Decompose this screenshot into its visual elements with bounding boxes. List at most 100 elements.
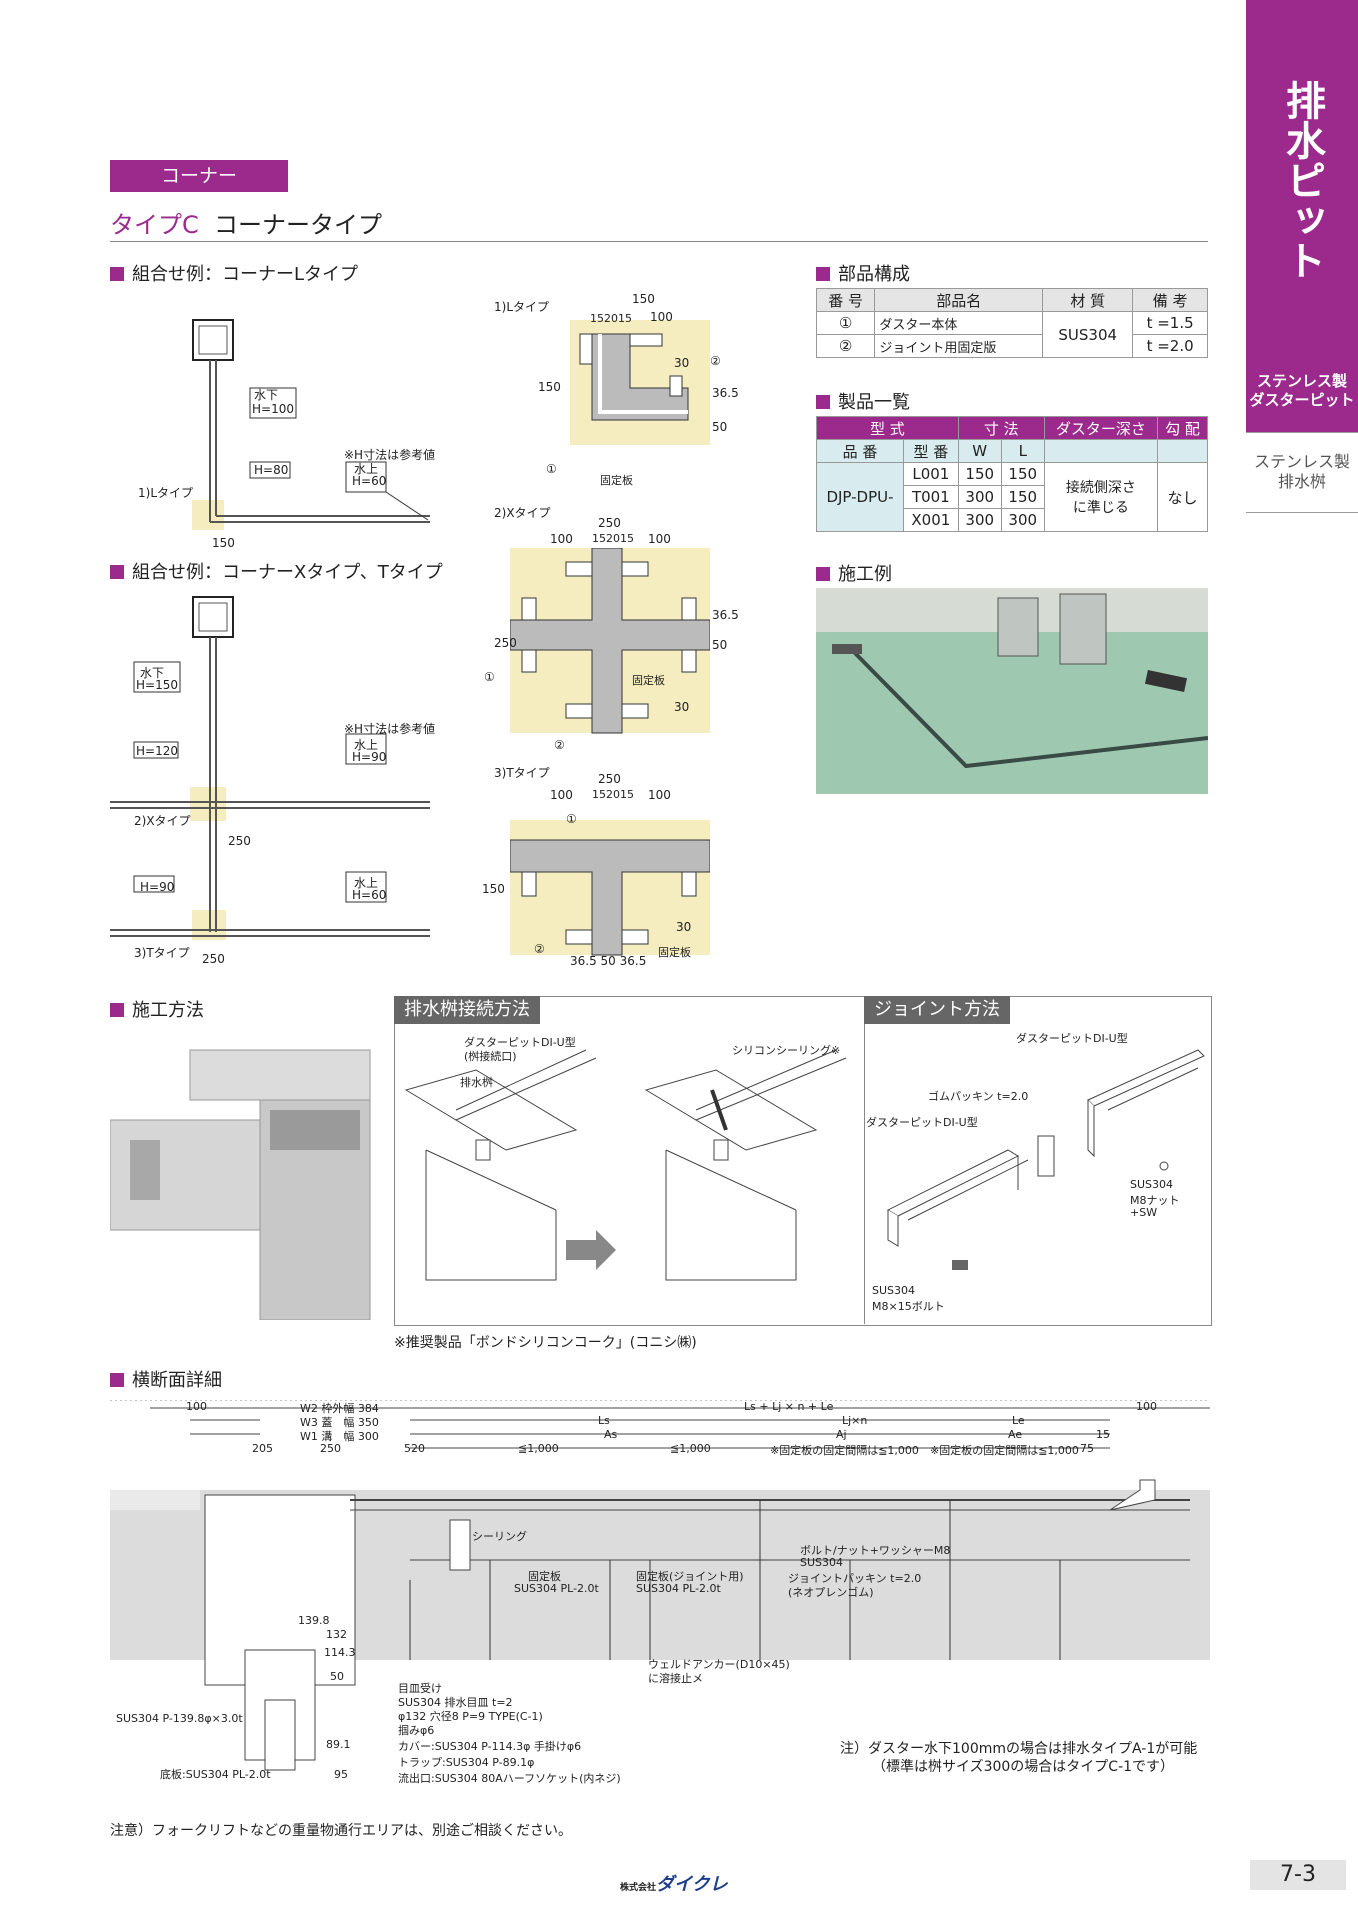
dim-w2: W2 枠外幅 384 [300, 1402, 379, 1415]
bolt-spec: M8×15ボルト [872, 1300, 945, 1313]
plan-x-50: 50 [712, 638, 728, 652]
section-products: 製品一覧 [816, 388, 910, 414]
dim-75: 75 [1080, 1442, 1094, 1455]
combo-l-mizushita: 水下 [254, 388, 279, 402]
dim-50: 50 [330, 1670, 344, 1683]
plan-x-30: 30 [674, 700, 690, 714]
plan-x-365: 36.5 [712, 608, 739, 622]
fixed-plate-label: 固定板 [528, 1570, 561, 1583]
dim-ls: Ls [598, 1414, 610, 1427]
dim-1143: 114.3 [324, 1646, 356, 1659]
dim-lj: Lj×n [842, 1414, 868, 1427]
grate-label: SUS304 排水目皿 t=2 [398, 1696, 513, 1709]
dim-250: 250 [320, 1442, 341, 1455]
dim-w1: W1 溝 幅 300 [300, 1430, 379, 1443]
grate-spec: φ132 穴径8 P=9 TYPE(C-1) [398, 1710, 543, 1723]
bolt-note: ボルト/ナット+ワッシャーM8 [800, 1544, 951, 1557]
plan-l-30: 30 [674, 356, 690, 370]
joint-method-diagram [886, 1049, 1205, 1270]
dim-100-right: 100 [1136, 1400, 1157, 1413]
dim-le1000-a: ≦1,000 [518, 1442, 559, 1455]
bolt-mat-detail: SUS304 [800, 1556, 844, 1569]
dim-le1000-b: ≦1,000 [670, 1442, 711, 1455]
combo-xt-h150: H=150 [136, 678, 178, 692]
combo-l-ref: ※H寸法は参考値 [344, 448, 436, 462]
example-photo [816, 588, 1208, 794]
table-row: ① ダスター本体 SUS304 t =1.5 [815, 311, 1208, 358]
section-combo-l: 組合せ例：コーナーLタイプ [110, 260, 358, 286]
table-row: ② ジョイント用固定版 t =2.0 [815, 334, 1208, 358]
combo-xt-h90: H=90 [352, 750, 387, 764]
anchor-label: ウェルドアンカー(D10×45) [648, 1658, 790, 1671]
product-table: 型 式 寸 法 ダスター深さ 勾 配 品 番 型 番 W L DJP-DPU- … [816, 416, 1209, 532]
side-tab-title: 排水ピット [1279, 80, 1325, 280]
plan-x-c1: ① [484, 670, 495, 684]
plan-l-150: 150 [632, 292, 655, 306]
dim-total: Ls + Lj × n + Le [744, 1400, 834, 1413]
nut-spec: M8ナット [1130, 1194, 1180, 1207]
dim-891: 89.1 [326, 1738, 351, 1751]
plan-x-type: 2)Xタイプ [494, 506, 551, 520]
plan-l-c2: ② [710, 354, 721, 368]
company-logo: 株式会社ダイクレ [620, 1874, 728, 1895]
dim-le: Le [1012, 1414, 1025, 1427]
trap-label: トラップ:SUS304 P-89.1φ [398, 1756, 535, 1769]
parts-table: 番 号 部品名 材 質 備 考 ① ダスター本体 SUS304 t =1.5 ②… [815, 288, 1208, 358]
rubber-packing-label: ゴムパッキン t=2.0 [928, 1090, 1029, 1103]
detail-note-2: （標準は桝サイズ300の場合はタイプC-1です） [872, 1759, 1175, 1775]
drain-pit-label: ダスターピットDI-U型 [464, 1036, 576, 1049]
fixed-plate-mat: SUS304 PL-2.0t [514, 1582, 599, 1595]
side-tab-sub: ステンレス製ダスターピット [1249, 372, 1355, 409]
plan-t-bottom: 36.5 50 36.5 [570, 954, 647, 968]
drain-pit-sub: (桝接続口) [464, 1050, 517, 1063]
dim-520: 520 [404, 1442, 425, 1455]
dim-15: 15 [1096, 1428, 1110, 1441]
nut-mat: SUS304 [1130, 1178, 1174, 1191]
detail-note-1: 注）ダスター水下100mmの場合は排水タイプA-1が可能 [840, 1741, 1198, 1757]
method-box [394, 996, 1212, 1326]
side-divider [1246, 432, 1358, 433]
method-box-divider [864, 996, 865, 1324]
plan-l-diagram [570, 320, 710, 445]
plan-l-100: 100 [650, 310, 673, 324]
section-detail: 横断面詳細 [110, 1366, 222, 1392]
combo-xt-mizukami: 水上 [354, 738, 379, 752]
nut-sw: +SW [1130, 1206, 1158, 1219]
plan-l-152015: 152015 [590, 312, 632, 325]
plan-x-250: 250 [598, 516, 621, 530]
dim-w3: W3 蓋 幅 350 [300, 1416, 379, 1429]
side-item-drain-basin[interactable]: ステンレス製排水桝 [1253, 452, 1350, 491]
title-divider [110, 241, 1208, 242]
plan-x-c2: ② [554, 738, 565, 752]
plan-t-30: 30 [676, 920, 692, 934]
plan-x-100a: 100 [550, 532, 573, 546]
combo-xt-mizushita: 水下 [140, 666, 165, 680]
plan-l-150v: 150 [538, 380, 561, 394]
side-tab[interactable]: 排水ピット ステンレス製ダスターピット [1246, 0, 1358, 432]
category-label: コーナー [110, 160, 288, 192]
combo-xt-h90b: H=90 [140, 880, 175, 894]
plan-x-fixed: 固定板 [632, 674, 665, 687]
combo-t-mizukami: 水上 [354, 876, 379, 890]
dim-1398: 139.8 [298, 1614, 330, 1627]
combo-l-dim: 150 [212, 536, 235, 550]
dim-as: As [604, 1428, 618, 1441]
plan-x-diagram [510, 548, 710, 734]
pipe-label: SUS304 P-139.8φ×3.0t [116, 1712, 243, 1725]
drain-method-diagram [404, 1049, 847, 1281]
section-combo-xt: 組合せ例：コーナーXタイプ、Tタイプ [110, 558, 443, 584]
combo-l-mizukami: 水上 [354, 462, 379, 476]
section-method: 施工方法 [110, 996, 204, 1022]
fix-note-2: ※固定板の固定間隔は≦1,000 [930, 1444, 1079, 1457]
plan-t-152015: 152015 [592, 788, 634, 801]
fix-note-1: ※固定板の固定間隔は≦1,000 [770, 1444, 919, 1457]
joint-pit-label: ダスターピットDI-U型 [1016, 1032, 1128, 1045]
sealing-label: シーリング [472, 1530, 527, 1543]
plan-t-c1: ① [566, 812, 577, 826]
plan-t-c2: ② [534, 942, 545, 956]
table-row: T001 300 150 [817, 485, 1208, 509]
combo-l-h80: H=80 [254, 463, 289, 477]
plan-t-100b: 100 [648, 788, 671, 802]
combo-xt-ref: ※H寸法は参考値 [344, 722, 436, 736]
section-example: 施工例 [816, 560, 892, 586]
